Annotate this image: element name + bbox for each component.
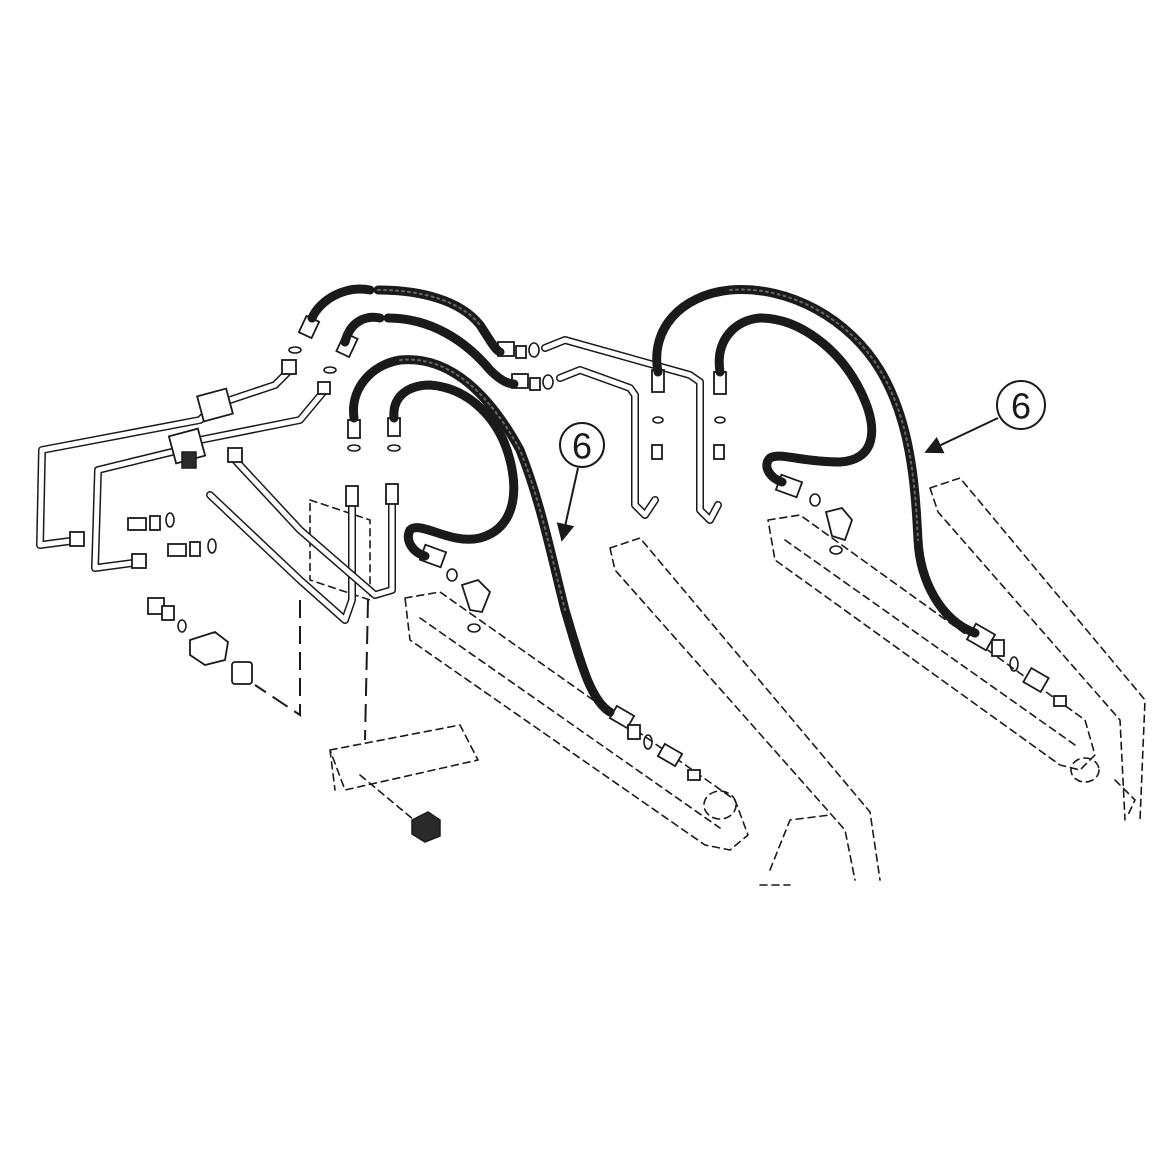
hose-top-4 <box>383 313 519 389</box>
hose-top-3 <box>340 312 385 347</box>
hose-right-loop-2 <box>714 313 877 487</box>
steel-tubes <box>36 336 722 624</box>
callout-left-label: 6 <box>572 426 592 467</box>
leader-lines <box>254 599 369 741</box>
callout-right-circle <box>996 380 1046 430</box>
hose-right-loop <box>652 285 980 638</box>
hoses <box>307 284 980 717</box>
left-cylinder-outline <box>404 591 749 851</box>
hose-left-loop <box>349 355 615 717</box>
callout-left-circle <box>559 422 605 468</box>
right-cylinder-outline <box>767 514 1096 771</box>
callout-right: 6 <box>924 380 1046 454</box>
hose-top-1 <box>307 284 375 323</box>
callout-left: 6 <box>556 422 605 542</box>
hose-left-loop-2 <box>389 380 519 561</box>
tee-fittings <box>69 359 331 569</box>
left-lift-arm-outline <box>609 537 881 881</box>
callout-right-label: 6 <box>1011 386 1031 427</box>
right-lift-arm-outline <box>929 477 1146 821</box>
cross-member-outline <box>329 724 479 791</box>
loader-frame-dashed <box>309 477 1146 886</box>
